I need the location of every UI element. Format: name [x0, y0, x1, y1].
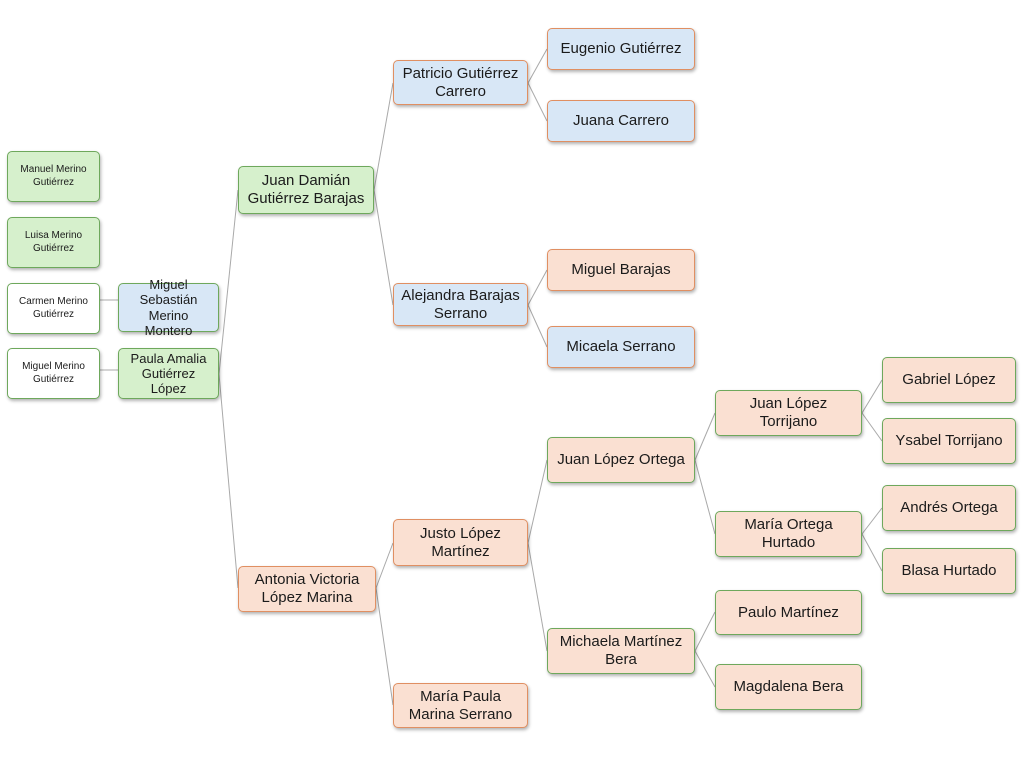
person-box-miguel-merino[interactable]: Miguel Merino Gutiérrez [7, 348, 100, 399]
connector-line [694, 412, 716, 461]
person-name: Carmen Merino Gutiérrez [19, 296, 88, 320]
person-box-alejandra[interactable]: Alejandra Barajas Serrano [393, 283, 528, 326]
person-name: Juan Damián Gutiérrez Barajas [247, 172, 365, 207]
connector-line [861, 412, 883, 442]
person-box-mother[interactable]: Paula Amalia Gutiérrez López [118, 348, 219, 399]
connector-line [375, 587, 394, 706]
person-box-juana[interactable]: Juana Carrero [547, 100, 695, 142]
connector-line [861, 379, 883, 414]
person-name: Juana Carrero [573, 112, 669, 130]
person-box-maria-paula[interactable]: María Paula Marina Serrano [393, 683, 528, 728]
connector-line [694, 459, 716, 535]
person-name: Micaela Serrano [566, 338, 676, 356]
person-box-manuel-merino[interactable]: Manuel Merino Gutiérrez [7, 151, 100, 202]
connector-line [375, 542, 394, 589]
person-box-juan-damian[interactable]: Juan Damián Gutiérrez Barajas [238, 166, 374, 214]
person-name: Antonia Victoria López Marina [254, 571, 360, 606]
person-name: Miguel Sebastián Merino Montero [139, 276, 198, 338]
connector-line [861, 507, 883, 535]
connector-line [694, 650, 716, 688]
person-name: Gabriel López [902, 371, 996, 389]
person-name: Michaela Martínez Bera [559, 633, 683, 668]
person-box-michaela[interactable]: Michaela Martínez Bera [547, 628, 695, 674]
person-box-andres-ortega[interactable]: Andrés Ortega [882, 485, 1016, 531]
person-box-luisa-merino[interactable]: Luisa Merino Gutiérrez [7, 217, 100, 268]
person-name: Patricio Gutiérrez Carrero [402, 64, 519, 100]
person-name: Justo López Martínez [420, 524, 501, 560]
person-box-antonia-victoria[interactable]: Antonia Victoria López Marina [238, 566, 376, 612]
person-box-magdalena-bera[interactable]: Magdalena Bera [715, 664, 862, 710]
connector-line [373, 82, 394, 191]
person-name: Ysabel Torrijano [895, 432, 1003, 450]
person-name: Miguel Barajas [571, 261, 671, 279]
person-name: Juan López Ortega [557, 451, 685, 469]
connector-line [218, 189, 239, 375]
person-box-juan-lopez-ortega[interactable]: Juan López Ortega [547, 437, 695, 483]
person-name: Alejandra Barajas Serrano [401, 286, 520, 322]
person-name: María Ortega Hurtado [744, 516, 833, 551]
connector-line [373, 189, 394, 306]
person-box-carmen-merino[interactable]: Carmen Merino Gutiérrez [7, 283, 100, 334]
person-box-miguel-barajas[interactable]: Miguel Barajas [547, 249, 695, 291]
person-name: Juan López Torrijano [749, 395, 828, 430]
connector-line [694, 611, 716, 652]
person-box-father[interactable]: Miguel Sebastián Merino Montero [118, 277, 219, 338]
connector-line [861, 533, 883, 572]
person-box-patricio[interactable]: Patricio Gutiérrez Carrero [393, 60, 528, 105]
person-name: María Paula Marina Serrano [408, 687, 513, 723]
person-name: Eugenio Gutiérrez [560, 40, 682, 58]
person-box-ysabel-torrijano[interactable]: Ysabel Torrijano [882, 418, 1016, 464]
person-box-micaela-serrano[interactable]: Micaela Serrano [547, 326, 695, 368]
person-box-blasa-hurtado[interactable]: Blasa Hurtado [882, 548, 1016, 594]
person-name: Miguel Merino Gutiérrez [22, 361, 85, 385]
person-name: Magdalena Bera [733, 678, 844, 696]
connector-line [527, 269, 548, 306]
person-name: Paula Amalia Gutiérrez López [130, 350, 207, 397]
person-box-juan-lopez-torrijano[interactable]: Juan López Torrijano [715, 390, 862, 436]
person-name: Andrés Ortega [900, 499, 998, 517]
person-name: Paulo Martínez [738, 603, 839, 621]
connector-line [527, 304, 548, 348]
connector-line [527, 459, 548, 544]
person-box-gabriel-lopez[interactable]: Gabriel López [882, 357, 1016, 403]
connector-line [218, 373, 239, 589]
connector-line [527, 82, 548, 122]
person-box-paulo-martinez[interactable]: Paulo Martínez [715, 590, 862, 635]
person-box-eugenio[interactable]: Eugenio Gutiérrez [547, 28, 695, 70]
connector-line [527, 48, 548, 84]
person-name: Luisa Merino Gutiérrez [24, 230, 83, 254]
person-name: Manuel Merino Gutiérrez [20, 164, 87, 188]
person-name: Blasa Hurtado [901, 562, 997, 580]
person-box-maria-ortega[interactable]: María Ortega Hurtado [715, 511, 862, 557]
person-box-justo[interactable]: Justo López Martínez [393, 519, 528, 566]
connector-line [527, 542, 548, 652]
